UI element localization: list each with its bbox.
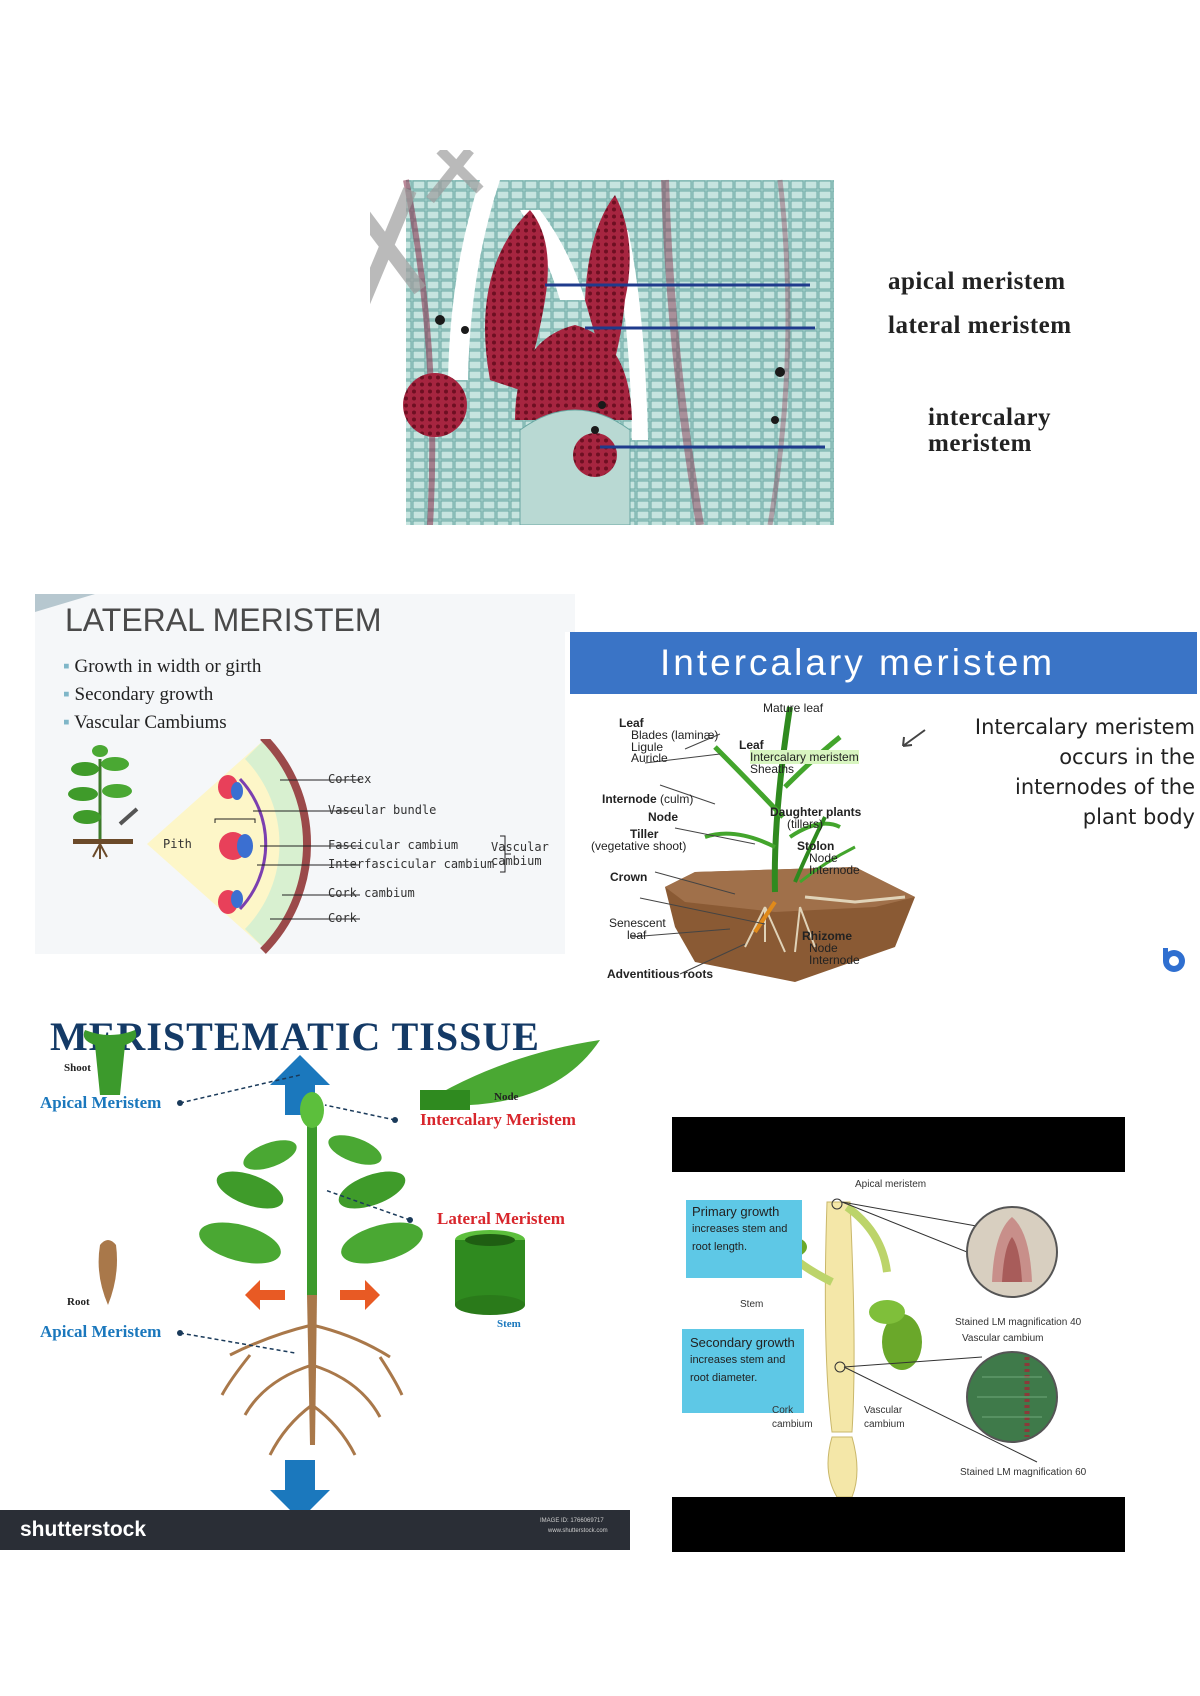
stem-growth-illustration [777, 1198, 1058, 1497]
cork-cambium-label-2: cambium [772, 1419, 813, 1430]
daughter-plants-label: Daughter plants [770, 805, 862, 819]
vascular-cambium-label-line1: Vascular [491, 840, 549, 854]
stock-site: www.shutterstock.com [548, 1528, 608, 1534]
vascular-cambium-label-line2: cambium [491, 854, 542, 868]
stolon-node-label: Node [809, 851, 838, 865]
stem-label: Stem [497, 1318, 521, 1330]
slide-header-bar [570, 632, 1197, 694]
note-line-1: Intercalary meristem [974, 715, 1195, 739]
leaf-label-2: Leaf [739, 738, 764, 752]
secondary-growth-text-1: increases stem and [690, 1354, 786, 1366]
slide-title: LATERAL MERISTEM [65, 602, 382, 638]
cortex-label: Cortex [328, 772, 372, 786]
vegetative-shoot-label: (vegetative shoot) [591, 839, 687, 853]
intercalary-meristem-slide: Intercalary meristem Mature leaf Leaf Bl… [565, 632, 1200, 987]
intercalary-label-line2: meristem [928, 430, 1032, 457]
tiller-label: Tiller [630, 827, 659, 841]
cork-cambium-label: Cork cambium [328, 886, 415, 900]
note-line-3: internodes of the [1015, 775, 1195, 799]
sheaths-label: Sheaths [750, 762, 795, 776]
micrograph-panel: apical meristem lateral meristem interca… [370, 150, 1090, 525]
lateral-meristem-label: lateral meristem [888, 312, 1072, 339]
top-black-bar [672, 1117, 1125, 1172]
leaf-label: Leaf [619, 716, 644, 730]
fascicular-cambium-label: Fascicular cambium [328, 838, 459, 852]
bullet-secondary-growth: ▪ Secondary growth [63, 684, 214, 705]
cork-cambium-label-1: Cork [772, 1405, 794, 1416]
grass-label-leaders [629, 733, 766, 975]
auricle-label: Auricle [631, 751, 668, 765]
adventitious-roots-label: Adventitious roots [607, 967, 714, 981]
slide-corner-decoration [35, 594, 95, 612]
secondary-growth-box: Secondary growth increases stem and root… [682, 1329, 804, 1413]
apical-meristem-label: Apical meristem [855, 1179, 927, 1190]
note-line-2: occurs in the [1059, 745, 1195, 769]
note-line-4: plant body [1082, 805, 1195, 829]
primary-growth-text-1: increases stem and [692, 1223, 788, 1235]
primary-growth-title: Primary growth [692, 1204, 780, 1219]
meristematic-tissue-illustration: MERISTEMATIC TISSUE [0, 985, 630, 1550]
bullet-vascular-cambiums: ▪ Vascular Cambiums [63, 712, 227, 733]
stolon-label: Stolon [797, 839, 835, 853]
pith-label: Pith [163, 837, 192, 851]
intercalary-meristem-label: Intercalary meristem [750, 750, 859, 764]
lateral-meristem-label: Lateral Meristem [437, 1209, 565, 1228]
vascular-cambium-label-1: Vascular [864, 1405, 903, 1416]
intercalary-label-line1: intercalary [928, 404, 1052, 431]
stock-footer-bar [0, 1510, 630, 1550]
ligule-label: Ligule [631, 740, 664, 754]
slide-header-title: Intercalary meristem [660, 642, 1056, 683]
vascular-cambium-inset-label: Vascular cambium [962, 1333, 1044, 1344]
shoot-tip-micrograph [370, 150, 834, 525]
tillers-label: (tillers) [787, 817, 823, 831]
stained-60-label: Stained LM magnification 60 [960, 1467, 1087, 1478]
stolon-internode-label: Internode [809, 863, 860, 877]
stock-brand-logo: shutterstock [20, 1518, 147, 1541]
interfascicular-cambium-label: Interfascicular cambium [328, 857, 495, 871]
brand-logo-icon [1163, 948, 1185, 972]
bottom-black-bar [672, 1497, 1125, 1552]
hand-arrow-icon [902, 729, 926, 747]
rhizome-internode-label: Internode [809, 953, 860, 967]
apical-meristem-label: apical meristem [888, 268, 1066, 295]
secondary-growth-text-2: root diameter. [690, 1372, 758, 1384]
cork-label: Cork [328, 911, 357, 925]
primary-growth-box: Primary growth increases stem and root l… [686, 1200, 802, 1278]
lateral-meristem-slide: LATERAL MERISTEM ▪ Growth in width or gi… [35, 594, 575, 954]
root-label: Root [67, 1296, 90, 1308]
intercalary-meristem-label: Intercalary Meristem [420, 1110, 576, 1129]
rhizome-node-label: Node [809, 941, 838, 955]
senescent-leaf-label: leaf [627, 928, 647, 942]
stock-image-id: IMAGE ID: 1766069717 [540, 1518, 604, 1524]
handwritten-note: Intercalary meristem occurs in the inter… [895, 712, 1195, 832]
blades-label: Blades (laminæ) [631, 728, 719, 742]
senescent-label: Senescent [609, 916, 666, 930]
stem-cross-section [147, 739, 511, 954]
stem-label: Stem [740, 1299, 764, 1310]
mature-leaf-label: Mature leaf [763, 701, 824, 715]
growth-diagram-panel: Primary growth increases stem and root l… [672, 1117, 1125, 1552]
node-label: Node [494, 1091, 519, 1103]
stained-40-label: Stained LM magnification 40 [955, 1317, 1082, 1328]
vascular-cambium-label-2: cambium [864, 1419, 905, 1430]
vascular-bundle-label: Vascular bundle [328, 803, 437, 817]
grass-plant-illustration [665, 706, 915, 982]
small-plant-illustration [68, 745, 139, 859]
node-label: Node [648, 810, 678, 824]
primary-growth-text-2: root length. [692, 1241, 748, 1253]
secondary-growth-title: Secondary growth [690, 1335, 795, 1350]
crown-label: Crown [610, 870, 648, 884]
apical-meristem-root-label: Apical Meristem [40, 1322, 162, 1341]
shoot-label: Shoot [64, 1062, 91, 1074]
plant-meristem-diagram [83, 1030, 600, 1520]
rhizome-label: Rhizome [802, 929, 853, 943]
apical-meristem-shoot-label: Apical Meristem [40, 1093, 162, 1112]
bullet-growth-width: ▪ Growth in width or girth [63, 656, 262, 677]
internode-label: Internode (culm) [602, 792, 694, 806]
